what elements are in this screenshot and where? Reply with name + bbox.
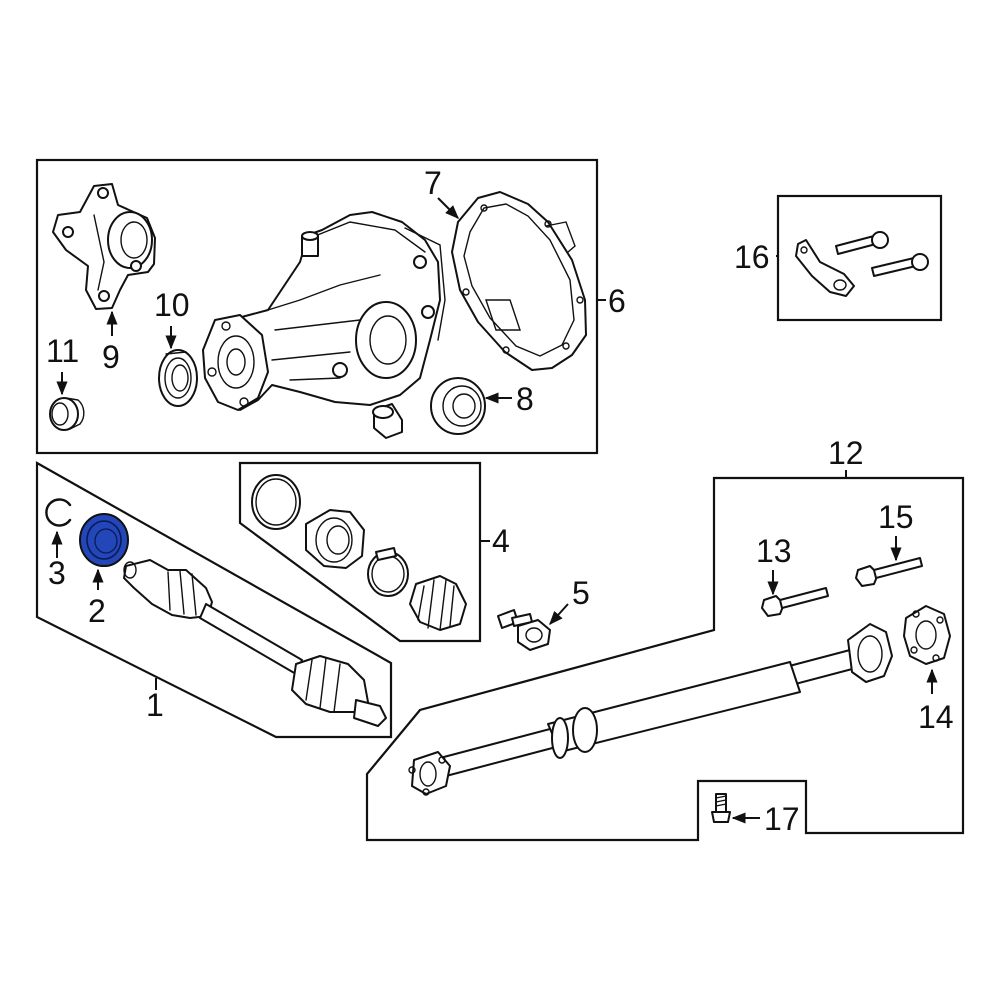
callout-2[interactable]: 2 <box>88 593 106 629</box>
callout-7[interactable]: 7 <box>424 165 442 201</box>
bolt-13-part[interactable] <box>761 587 829 617</box>
callout-4[interactable]: 4 <box>492 523 510 559</box>
callout-17[interactable]: 17 <box>764 801 800 837</box>
bolt-15-part[interactable] <box>855 557 923 587</box>
differential-cover-part[interactable] <box>451 191 587 371</box>
callout-15[interactable]: 15 <box>878 499 914 535</box>
callout-16[interactable]: 16 <box>734 239 770 275</box>
callout-3[interactable]: 3 <box>48 555 66 591</box>
bracket-kit-part[interactable] <box>795 231 929 297</box>
driveshaft-group-box <box>365 476 965 842</box>
pinion-seal-part[interactable] <box>158 349 198 407</box>
driveshaft-part[interactable] <box>408 623 893 796</box>
flex-disc-part[interactable] <box>903 605 951 665</box>
bracket-kit-box <box>776 194 943 322</box>
side-seal-part[interactable] <box>430 377 486 435</box>
pilot-bearing-part[interactable] <box>49 397 85 431</box>
differential-housing-part[interactable] <box>202 211 446 411</box>
callout-6[interactable]: 6 <box>608 283 626 319</box>
flange-bracket-part[interactable] <box>52 183 156 310</box>
callout-11[interactable]: 11 <box>46 333 79 369</box>
axle-shaft-group-box <box>35 461 393 739</box>
callout-9[interactable]: 9 <box>102 339 120 375</box>
axle-shaft-part[interactable] <box>123 559 387 727</box>
callout-1[interactable]: 1 <box>146 687 164 723</box>
callout-13[interactable]: 13 <box>756 533 792 569</box>
screw-17-part[interactable] <box>711 793 731 823</box>
callout-5[interactable]: 5 <box>572 575 590 611</box>
boot-kit-part[interactable] <box>251 474 467 631</box>
callout-10[interactable]: 10 <box>154 287 190 323</box>
callout-12[interactable]: 12 <box>828 435 864 471</box>
mount-bushing-part[interactable] <box>372 403 403 439</box>
leader-5 <box>549 603 569 626</box>
callout-8[interactable]: 8 <box>516 381 534 417</box>
snap-ring-part[interactable] <box>45 498 72 527</box>
axle-seal-part-highlighted[interactable] <box>79 513 129 567</box>
boot-kit-group-box <box>238 461 482 643</box>
leader-7 <box>437 197 459 219</box>
bolt-5-part[interactable] <box>497 609 551 651</box>
differential-group-box <box>35 158 599 455</box>
callout-14[interactable]: 14 <box>918 699 954 735</box>
